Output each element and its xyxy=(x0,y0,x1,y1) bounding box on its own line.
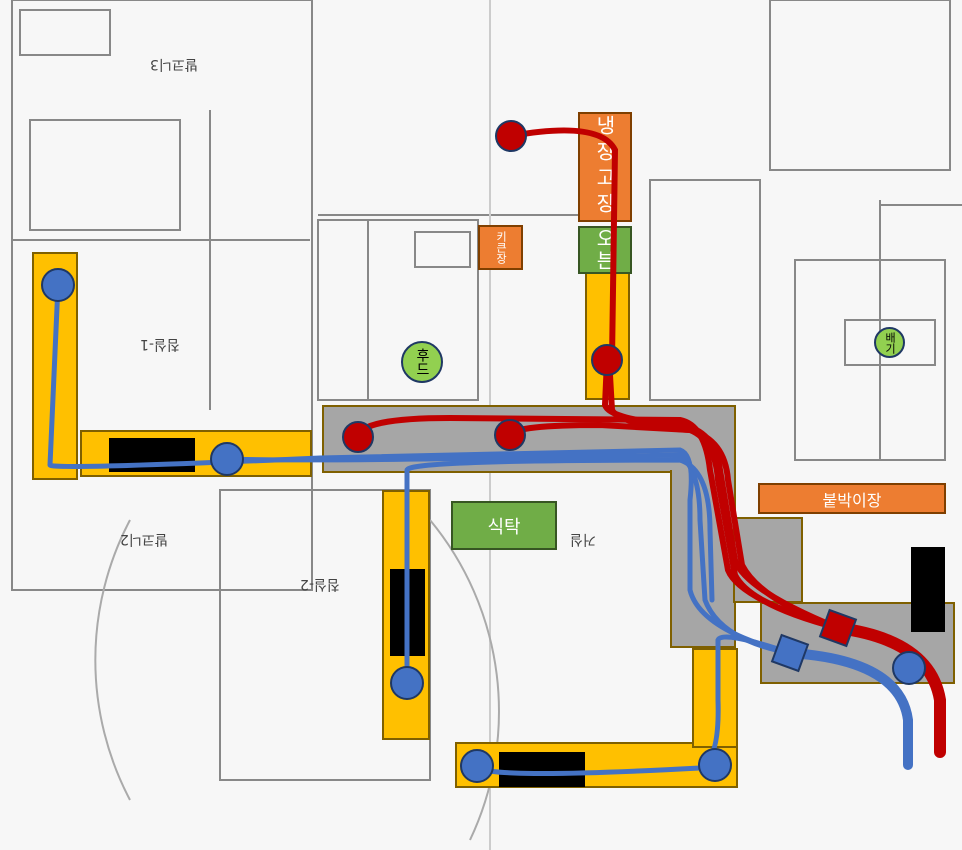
hood-label: 후드 xyxy=(401,341,443,383)
supply-outlet-node xyxy=(591,344,623,376)
exhaust-label: 배기 xyxy=(874,327,905,358)
supply-manifold xyxy=(818,608,858,648)
supply-pipe xyxy=(507,421,841,631)
return-outlet-node xyxy=(210,442,244,476)
supply-outlet-node xyxy=(495,120,527,152)
supply-outlet-node xyxy=(342,421,374,453)
return-manifold xyxy=(770,633,810,673)
dining-table-label: 식탁 xyxy=(451,501,557,550)
return-outlet-node xyxy=(390,666,424,700)
supply-outlet-node xyxy=(494,419,526,451)
return-pipe xyxy=(224,452,793,656)
redacted-block xyxy=(499,752,585,787)
return-pipe xyxy=(47,282,793,656)
return-outlet-node xyxy=(892,651,926,685)
return-outlet-node xyxy=(41,268,75,302)
built-in-closet-label: 붙박이장 xyxy=(758,483,946,514)
return-outlet-node xyxy=(460,749,494,783)
oven-label: 오븐 xyxy=(578,226,632,274)
return-pipe xyxy=(785,648,913,770)
return-pipe xyxy=(404,457,715,686)
redacted-block xyxy=(911,547,945,632)
return-pipe xyxy=(474,634,793,777)
return-outlet-node xyxy=(698,748,732,782)
supply-pipe xyxy=(508,127,619,363)
tall-cabinet-label: 키큰장 xyxy=(478,225,523,270)
